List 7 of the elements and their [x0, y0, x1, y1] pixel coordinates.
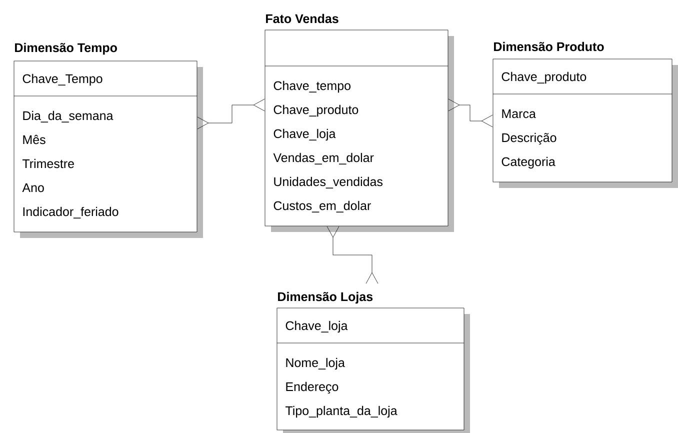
- relationship-line: [326, 226, 378, 284]
- table-heading: Dimensão Tempo: [15, 42, 117, 55]
- relationship-line: [448, 98, 493, 128]
- relationship-line: [197, 98, 265, 130]
- table-heading: Dimensão Produto: [494, 42, 604, 52]
- table-heading: Dimensão Lojas: [278, 292, 373, 304]
- table-heading: Fato Vendas: [266, 14, 338, 24]
